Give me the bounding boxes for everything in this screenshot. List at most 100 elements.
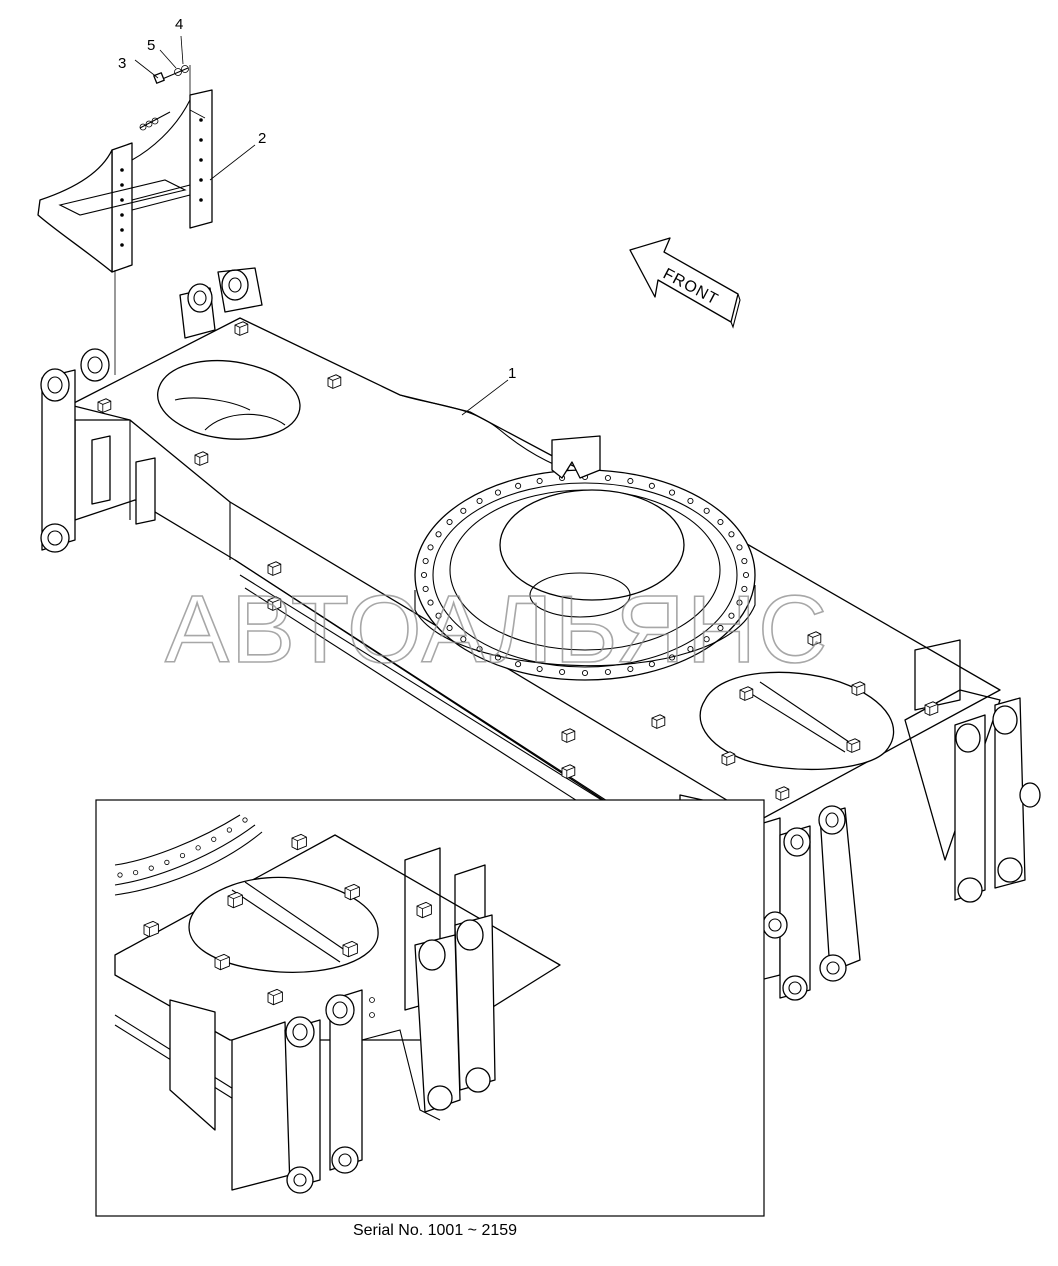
ring-bolt-hole: [515, 482, 522, 489]
callout-2: 2: [258, 130, 266, 147]
mounting-pad: [97, 398, 112, 413]
mounting-pad: [344, 883, 360, 901]
ring-bolt-hole: [741, 558, 748, 565]
bracket-hole: [199, 178, 203, 182]
inset-ring-bolts: [117, 817, 248, 878]
bracket-hole: [199, 158, 203, 162]
ring-bolt-hole: [460, 507, 467, 514]
ring-bolt-hole: [420, 571, 428, 579]
ring-bolt-hole: [668, 489, 676, 496]
ring-bolt-hole: [703, 636, 710, 643]
mounting-pad: [924, 701, 939, 716]
support-bracket: [37, 65, 213, 375]
callout-4: 4: [175, 16, 183, 33]
callout-3: 3: [118, 55, 126, 72]
ring-bolt-hole: [536, 665, 543, 673]
bracket-hole: [120, 183, 124, 187]
ring-bolt-hole: [581, 669, 589, 677]
mounting-pad: [227, 891, 243, 909]
rear-deck-opening: [157, 359, 301, 440]
ring-bolt-hole: [460, 636, 467, 643]
ring-bolt-hole: [703, 507, 710, 514]
mounting-pads: [97, 321, 939, 801]
ring-bolt-hole: [627, 665, 634, 673]
mounting-pad: [143, 920, 159, 938]
mounting-pad: [561, 728, 576, 743]
bracket-hole: [120, 228, 124, 232]
ring-bolt-hole: [728, 531, 735, 538]
ring-bolt-hole: [687, 646, 694, 653]
bracket-hole: [120, 168, 124, 172]
callout-1: 1: [508, 365, 516, 382]
mounting-pad: [291, 833, 307, 851]
bracket-holes: [120, 118, 203, 247]
ring-bolt-hole: [476, 646, 483, 653]
mounting-pad: [234, 321, 249, 336]
ring-bolt-hole: [627, 477, 634, 485]
mounting-pad: [739, 686, 754, 701]
serial-number-label: Serial No. 1001 ~ 2159: [352, 1222, 518, 1239]
mounting-pad: [327, 374, 342, 389]
inset-ring-bolt: [133, 869, 139, 876]
ring-bolt-hole: [559, 668, 566, 676]
inset-ring-bolt: [195, 845, 201, 851]
ring-bolt-hole: [717, 624, 724, 632]
bracket-hole: [199, 198, 203, 202]
mounting-pad: [194, 451, 209, 466]
front-direction-arrow: FRONT: [629, 237, 741, 329]
inset-ring-bolt: [242, 817, 248, 823]
ring-bolt-hole: [604, 474, 611, 482]
inset-ring-bolt: [211, 836, 217, 842]
ring-bolt-hole: [494, 489, 502, 496]
bracket-hole: [120, 198, 124, 202]
ring-bolt-hole: [648, 482, 655, 489]
mounting-pad: [846, 738, 861, 753]
ring-bolt-hole: [435, 531, 442, 538]
ring-bolt-hole: [476, 497, 483, 504]
mounting-pad: [651, 714, 666, 729]
ring-bolt-hole: [687, 497, 694, 504]
ring-bolt-hole: [736, 544, 743, 551]
ring-bolt-hole: [435, 612, 442, 619]
inset-ring-bolt: [179, 852, 186, 859]
inset-ring-bolt: [148, 865, 154, 871]
watermark: АВТОАЛЬЯНС: [165, 576, 829, 683]
mounting-pad: [267, 988, 283, 1006]
ring-bolt-hole: [494, 654, 502, 661]
ring-bolt-hole: [446, 518, 453, 526]
ring-bolt-hole: [427, 599, 434, 606]
bracket-hole: [120, 243, 124, 247]
ring-bolt-hole: [427, 544, 434, 551]
mounting-pad: [851, 681, 866, 696]
bracket-hole: [120, 213, 124, 217]
ring-bolt-hole: [668, 654, 676, 661]
ring-bolt-hole: [741, 585, 748, 592]
mounting-pad: [214, 953, 230, 971]
mounting-pad: [267, 561, 282, 576]
ring-bolt-hole: [515, 661, 522, 668]
inset-ring-bolt: [164, 859, 170, 865]
ring-bolt-hole: [717, 518, 724, 526]
ring-bolt-hole: [742, 571, 750, 579]
bracket-hole: [199, 118, 203, 122]
mounting-pad: [416, 901, 432, 919]
ring-bolt-hole: [446, 624, 453, 632]
ring-bolt-hole: [536, 477, 543, 485]
detail-inset: [95, 799, 765, 1217]
bracket-hole: [199, 138, 203, 142]
ring-bolt-hole: [422, 585, 429, 592]
ring-bolt-hole: [648, 661, 655, 668]
ring-bolt-hole: [422, 558, 429, 565]
ring-bolt-hole: [604, 668, 611, 676]
inset-mounting-pads: [143, 833, 432, 1006]
mounting-pad: [342, 940, 358, 958]
ring-bolt-hole: [736, 599, 743, 606]
inset-ring-bolt: [117, 872, 123, 878]
mounting-pad: [561, 764, 576, 779]
callout-5: 5: [147, 37, 155, 54]
inset-ring-bolt: [226, 827, 232, 833]
ring-bolt-hole: [728, 612, 735, 619]
mounting-pad: [721, 751, 736, 766]
mounting-pad: [775, 786, 790, 801]
